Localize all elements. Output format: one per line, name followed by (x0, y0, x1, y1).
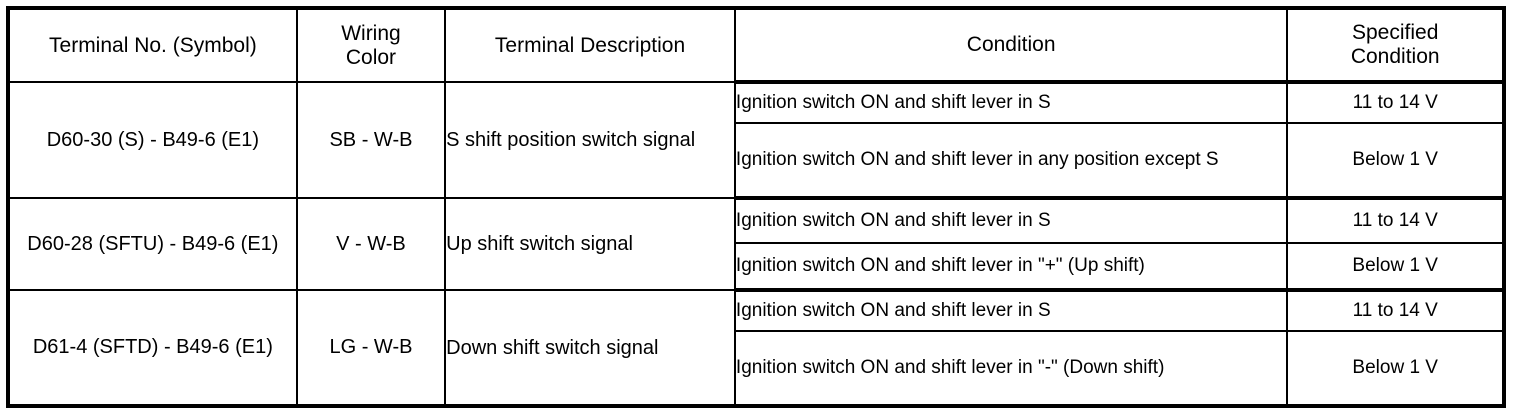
cell-specified-condition: Below 1 V (1286, 330, 1505, 408)
column-header-terminal-no: Terminal No. (Symbol) (7, 7, 298, 83)
cell-specified-condition: 11 to 14 V (1286, 288, 1505, 332)
cell-condition: Ignition switch ON and shift lever in S (733, 80, 1289, 124)
header-text: Terminal No. (Symbol) (49, 33, 257, 57)
header-text-line-2: Color (345, 45, 397, 69)
cell-specified-condition: Below 1 V (1286, 242, 1505, 292)
header-text: Condition (966, 33, 1056, 57)
cell-terminal-description: Down shift switch signal (444, 289, 736, 407)
cell-terminal-no: D60-28 (SFTU) - B49-6 (E1) (7, 197, 298, 291)
cell-specified-condition: 11 to 14 V (1286, 80, 1505, 124)
header-text: Terminal Description (494, 33, 686, 57)
header-text-line-2: Condition (1350, 45, 1440, 68)
table-header: Terminal No. (Symbol) Wiring Color Termi… (7, 7, 1505, 83)
header-text-line-1: Specified (1352, 21, 1439, 45)
table-row: D60-30 (S) - B49-6 (E1) SB - W-B S shift… (7, 80, 1505, 199)
table-body: D60-30 (S) - B49-6 (E1) SB - W-B S shift… (7, 80, 1505, 408)
column-header-condition: Condition (733, 7, 1289, 83)
column-header-terminal-description: Terminal Description (444, 7, 736, 83)
table-row: Ignition switch ON and shift lever in "+… (8, 242, 1505, 292)
header-row: Terminal No. (Symbol) Wiring Color Termi… (7, 7, 1505, 83)
cell-terminal-no: D60-30 (S) - B49-6 (E1) (7, 81, 298, 199)
cell-terminal-description: Up shift switch signal (444, 197, 736, 291)
cell-specified-condition: Below 1 V (1286, 122, 1505, 200)
cell-condition: Ignition switch ON and shift lever in "+… (733, 242, 1289, 292)
cell-condition: Ignition switch ON and shift lever in "-… (733, 330, 1289, 408)
table-row: D60-28 (SFTU) - B49-6 (E1) V - W-B Up sh… (7, 196, 1505, 291)
cell-condition: Ignition switch ON and shift lever in an… (733, 122, 1289, 200)
column-header-specified-condition: Specified Condition (1286, 7, 1505, 83)
cell-terminal-no: D61-4 (SFTD) - B49-6 (E1) (7, 289, 298, 407)
cell-wiring-color: V - W-B (295, 197, 447, 291)
cell-condition: Ignition switch ON and shift lever in S (733, 288, 1289, 332)
column-header-wiring-color: Wiring Color (295, 7, 447, 83)
table-row: Ignition switch ON and shift lever in "-… (8, 330, 1505, 408)
cell-wiring-color: LG - W-B (295, 289, 447, 407)
terminal-specification-table: Terminal No. (Symbol) Wiring Color Termi… (6, 6, 1506, 408)
cell-specified-condition: 11 to 14 V (1286, 196, 1505, 244)
table-row: D61-4 (SFTD) - B49-6 (E1) LG - W-B Down … (7, 288, 1505, 407)
cell-condition: Ignition switch ON and shift lever in S (733, 196, 1289, 244)
cell-wiring-color: SB - W-B (295, 81, 447, 199)
table-row: Ignition switch ON and shift lever in an… (8, 122, 1505, 200)
cell-terminal-description: S shift position switch signal (444, 81, 736, 199)
header-text-line-1: Wiring (341, 21, 401, 45)
